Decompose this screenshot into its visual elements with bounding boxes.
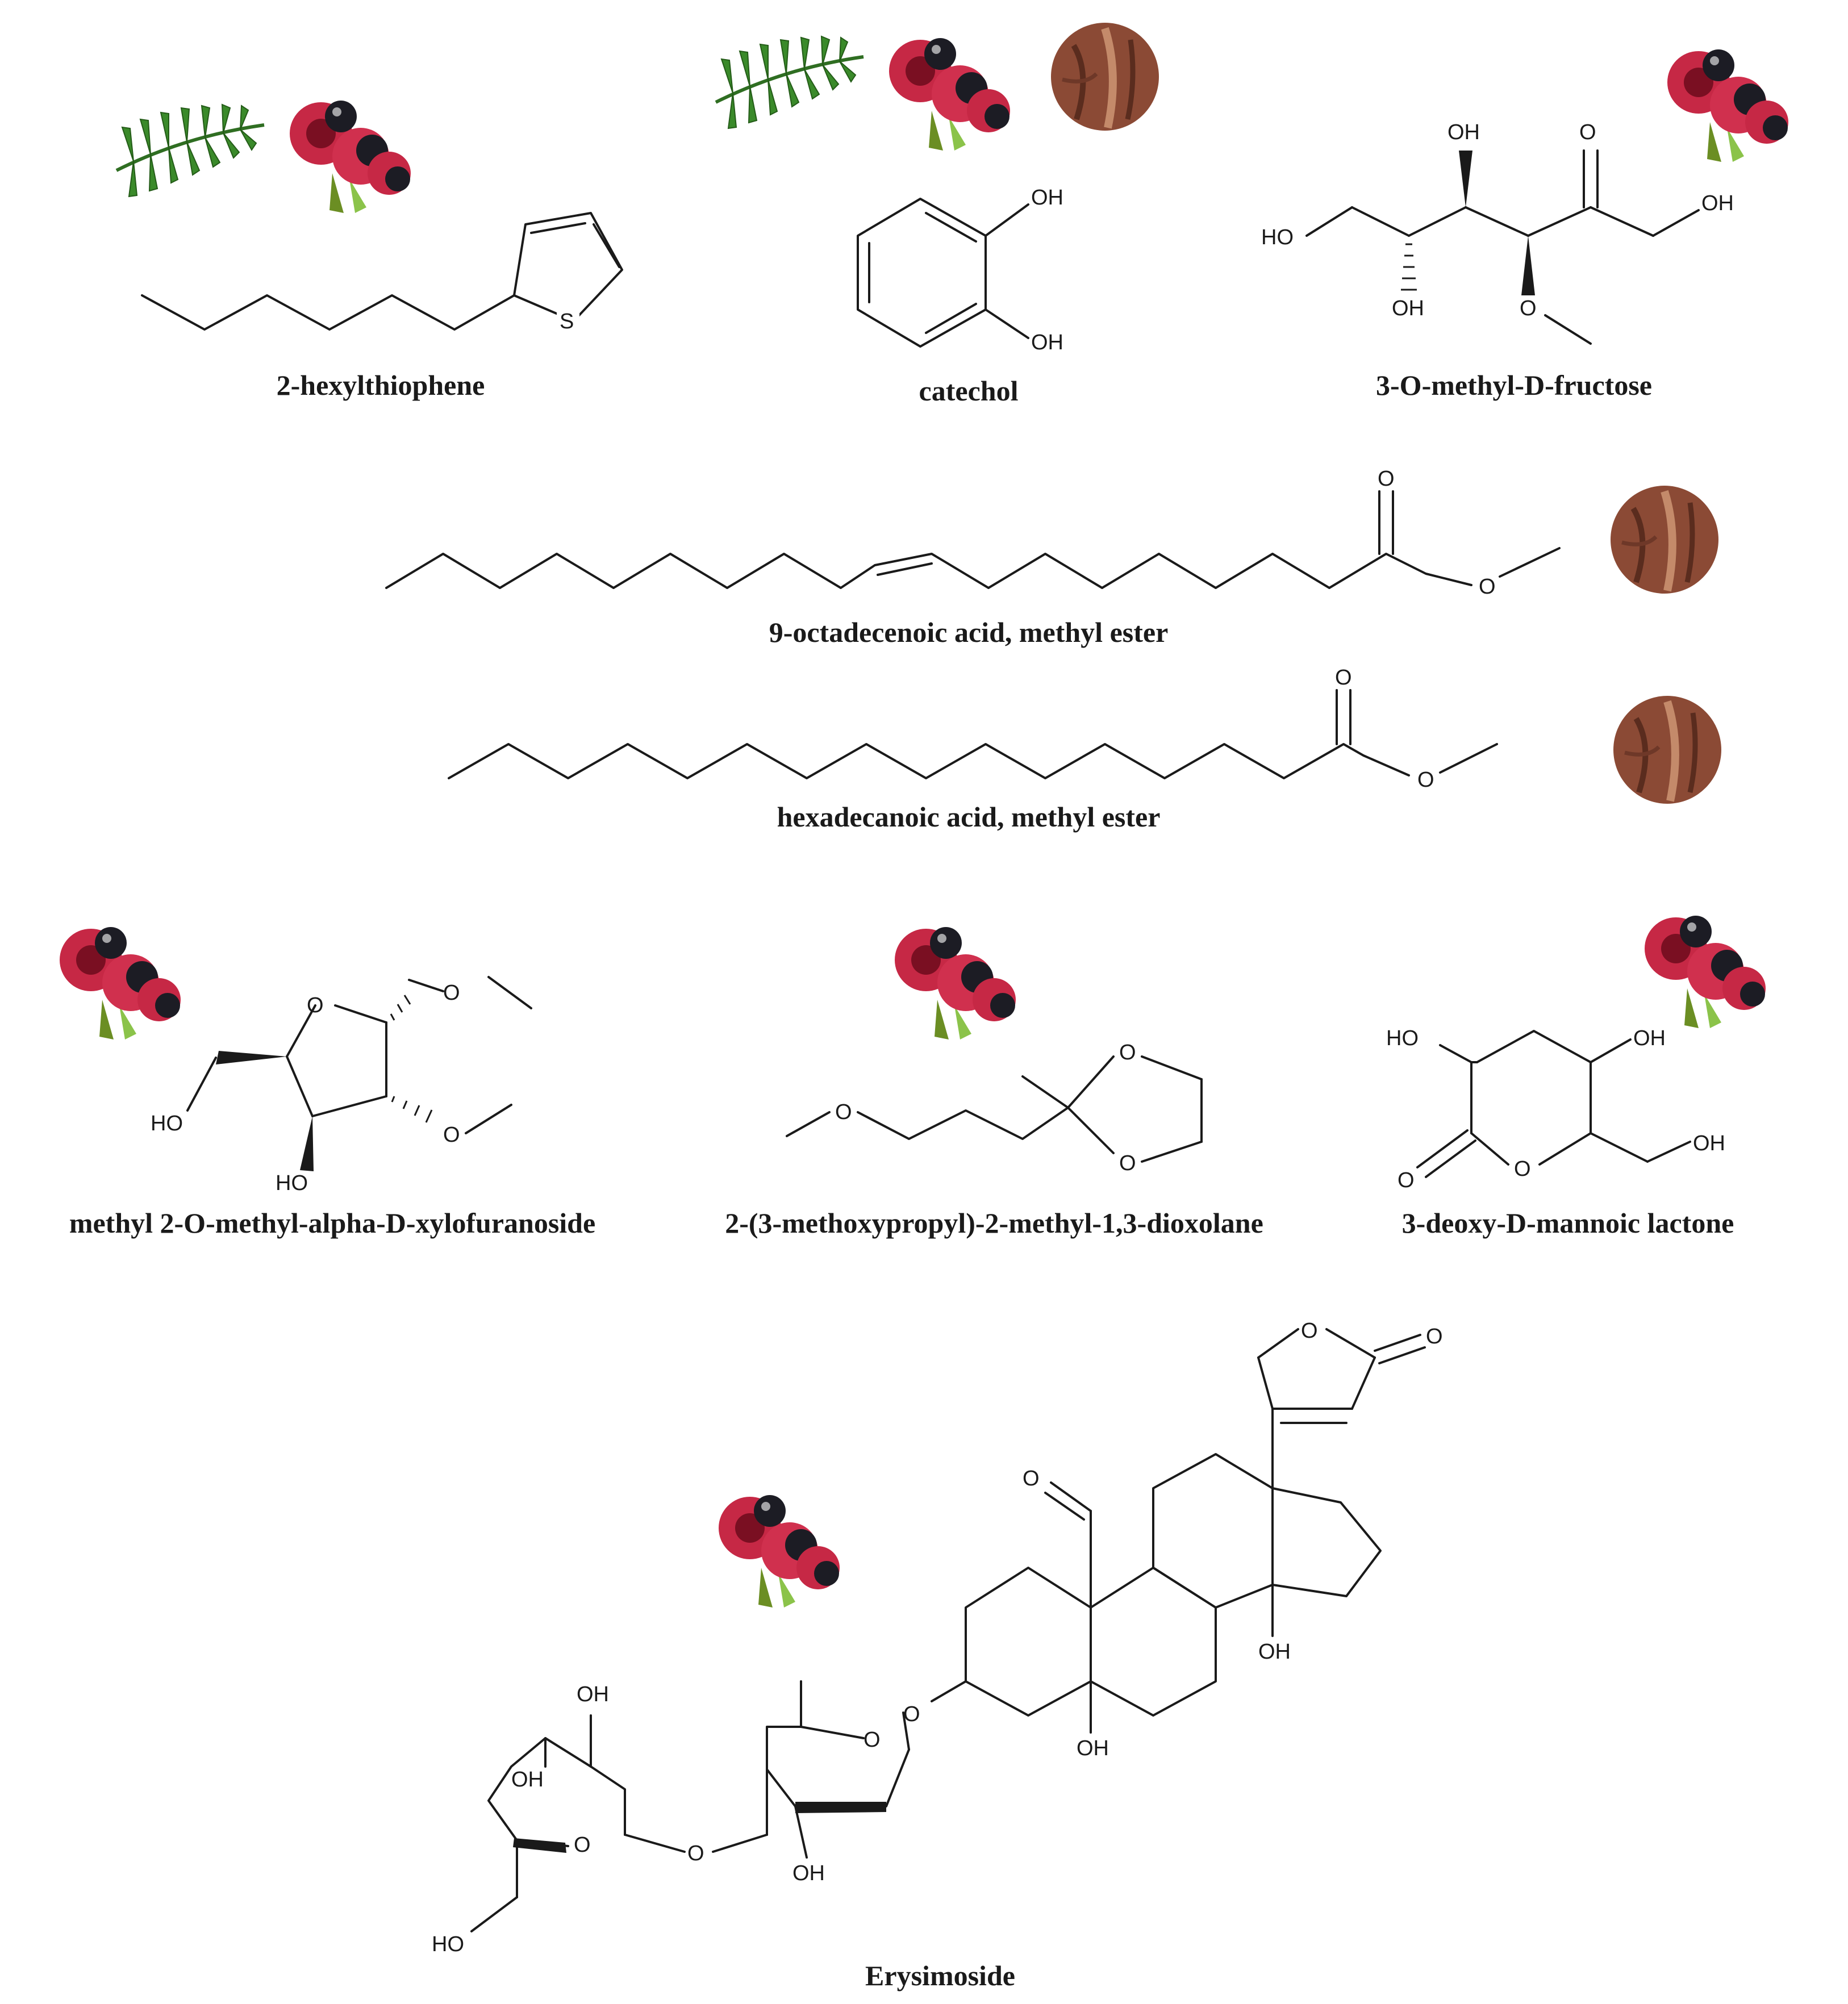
oxygen-label: O [1514,1157,1531,1181]
sulfur-label: S [560,310,574,333]
compound-name: 3-deoxy-D-mannoic lactone [1402,1207,1734,1239]
oxygen-label: O [1398,1168,1415,1192]
oxygen-label: O [1520,297,1537,320]
oxygen-label: O [1301,1319,1318,1343]
hydroxyl-label: OH [1031,186,1063,210]
hydroxyl-label: OH [1701,191,1734,215]
yew-aril-icon [895,927,1016,1039]
oxygen-label: O [1417,768,1434,792]
oxygen-label: O [307,993,324,1017]
yew-aril-icon [60,927,181,1039]
structure-dioxolane: O O O [786,1041,1203,1175]
hydroxyl-label: OH [1447,120,1480,144]
oxygen-label: O [443,981,460,1005]
compound-name: Erysimoside [865,1960,1015,1992]
structure-methylfructose: HO OH O OH O OH [1261,120,1734,345]
structure-erysimoside: O O O OH OH O O OH O OH OH O HO [432,1319,1443,1956]
oxygen-label: O [863,1728,881,1752]
yew-bark-icon [1051,23,1159,131]
yew-leaf-icon [716,36,863,128]
structure-catechol: OH OH [857,186,1063,354]
compound-name: methyl 2-O-methyl-alpha-D-xylofuranoside [69,1207,595,1239]
structure-lactone: HO OH OH O O [1386,1026,1725,1192]
hydroxyl-label: OH [1392,297,1424,320]
structure-xylofuranoside: O O O HO HO [151,976,532,1195]
compound-name: 2-hexylthiophene [277,369,485,401]
hydroxyl-label: OH [577,1682,609,1706]
oxygen-label: O [1023,1467,1040,1491]
compound-name: hexadecanoic acid, methyl ester [777,801,1161,833]
structure-octadecenoate: O O [385,467,1561,599]
yew-bark-icon [1611,486,1718,594]
oxygen-label: O [687,1842,704,1865]
oxygen-label: O [443,1123,460,1147]
hydroxyl-label: OH [792,1861,825,1885]
yew-aril-icon [889,38,1010,151]
oxygen-label: O [1426,1325,1443,1348]
hydroxyl-label: HO [1261,226,1294,249]
yew-aril-icon [290,101,411,213]
oxygen-label: O [835,1100,852,1124]
structure-hexylthiophene: S [141,212,623,333]
oxygen-label: O [1119,1151,1136,1175]
hydroxyl-label: OH [1077,1736,1109,1760]
yew-aril-icon [719,1495,840,1608]
hydroxyl-label: HO [1386,1026,1419,1050]
yew-aril-icon [1645,916,1766,1028]
hydroxyl-label: OH [1633,1026,1666,1050]
hydroxyl-label: OH [1258,1640,1291,1664]
oxygen-label: O [1335,666,1352,690]
hydroxyl-label: HO [432,1932,464,1956]
compound-name: 3-O-methyl-D-fructose [1376,369,1652,401]
oxygen-label: O [1479,575,1496,599]
hydroxyl-label: OH [1693,1132,1725,1155]
oxygen-label: O [1119,1041,1136,1064]
oxygen-label: O [1579,120,1596,144]
yew-bark-icon [1613,696,1721,804]
hydroxyl-label: OH [511,1768,544,1792]
compound-name: catechol [919,375,1019,407]
hydroxyl-label: OH [1031,331,1063,354]
compound-name: 9-octadecenoic acid, methyl ester [769,616,1169,648]
yew-leaf-icon [116,105,264,197]
oxygen-label: O [903,1702,920,1726]
yew-aril-icon [1667,49,1788,162]
oxygen-label: O [1378,467,1395,491]
compound-name: 2-(3-methoxypropyl)-2-methyl-1,3-dioxola… [725,1207,1263,1239]
hydroxyl-label: HO [276,1171,308,1195]
oxygen-label: O [574,1833,591,1857]
hydroxyl-label: HO [151,1112,183,1135]
structure-hexadecanoate: O O [448,666,1498,792]
